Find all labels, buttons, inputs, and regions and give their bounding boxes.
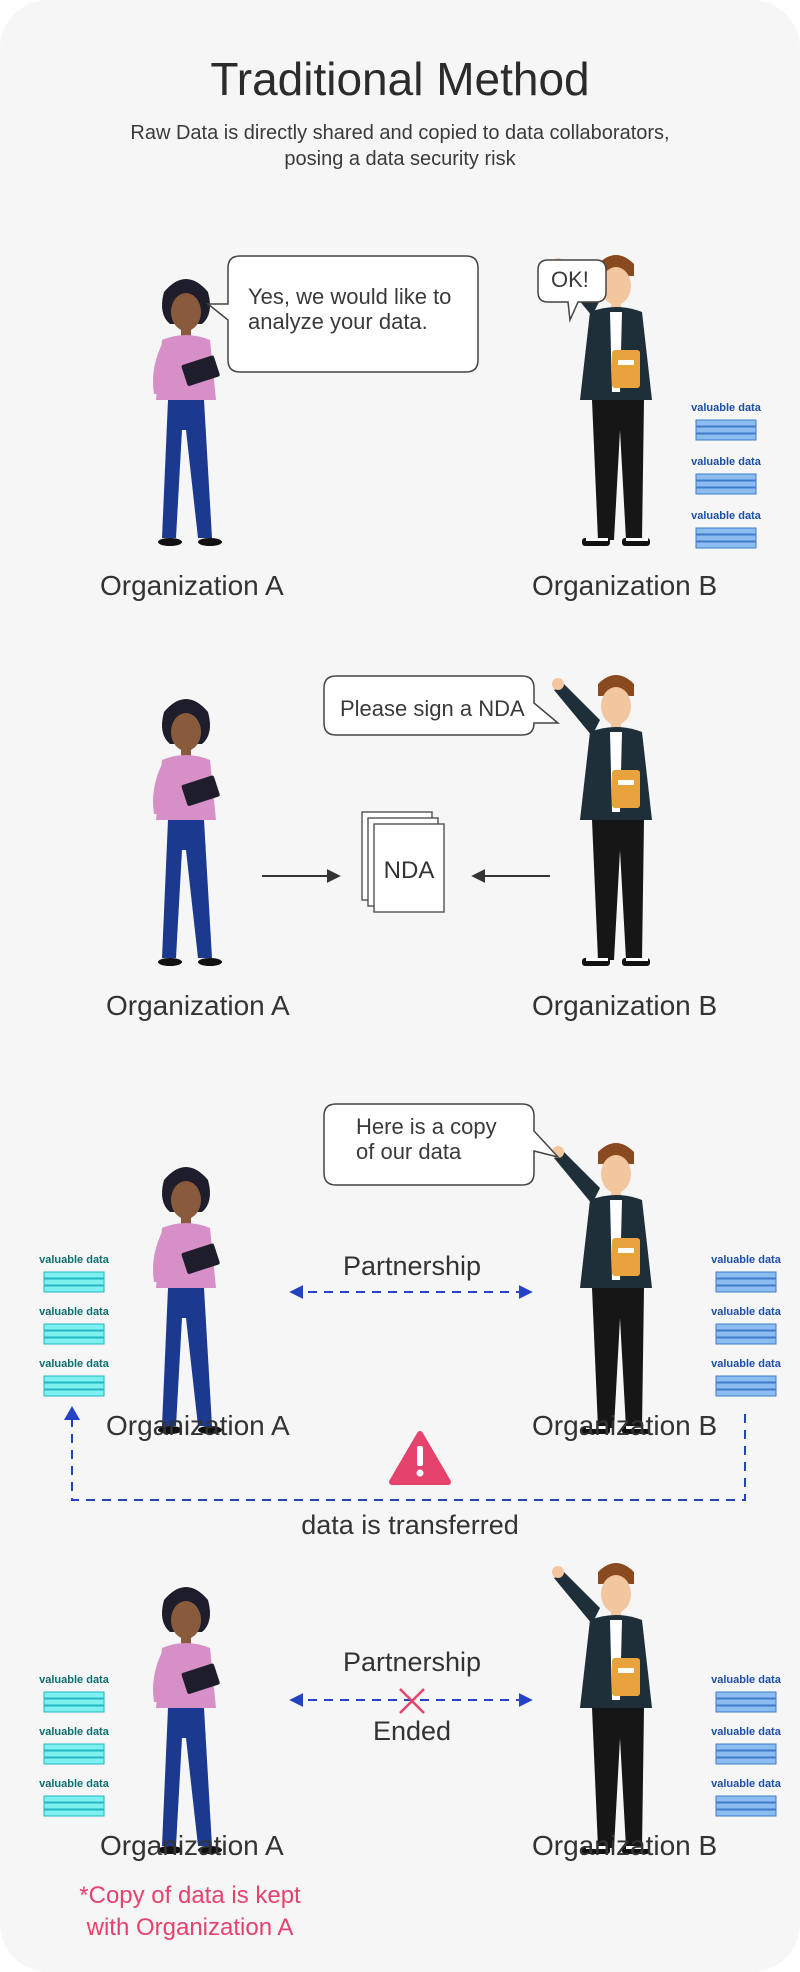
person-organization-a [153, 279, 222, 546]
bubble-copy-text: Here is a copy of our data [356, 1114, 497, 1165]
note-line-1: *Copy of data is kept [79, 1882, 301, 1909]
bubble-copy-line-2: of our data [356, 1139, 462, 1165]
data-stack [695, 473, 757, 495]
bubble-copy-line-1: Here is a copy [356, 1114, 497, 1139]
label-organization-a: Organization A [100, 1830, 284, 1861]
data-stack-label: valuable data [711, 1778, 782, 1790]
partnership-label: Partnership [342, 1647, 482, 1677]
data-stack-label: valuable data [711, 1726, 782, 1738]
person-organization-b [552, 675, 652, 966]
nda-document-icon [361, 811, 445, 913]
label-organization-a: Organization A [106, 1410, 290, 1441]
transfer-arrowhead [64, 1406, 80, 1420]
data-stack-label: valuable data [691, 402, 762, 414]
bubble-a-line-1: Yes, we would like to [248, 284, 452, 309]
data-stack [715, 1743, 777, 1765]
person-organization-b [552, 1143, 652, 1434]
data-stack-label: valuable data [691, 456, 762, 468]
data-stack-label: valuable data [39, 1254, 110, 1266]
data-stack [715, 1691, 777, 1713]
subtitle-line-2: posing a data security risk [284, 148, 516, 170]
speech-bubble-copy [323, 1103, 561, 1186]
data-stack [43, 1795, 105, 1817]
data-stack-label: valuable data [39, 1778, 110, 1790]
nda-document-label: NDA [384, 857, 435, 884]
bubble-a-text: Yes, we would like to analyze your data. [248, 284, 451, 335]
data-stack-label: valuable data [711, 1674, 782, 1686]
data-stack [43, 1743, 105, 1765]
partnership-label: Partnership [342, 1251, 482, 1281]
data-stack-label: valuable data [711, 1254, 782, 1266]
data-stack-label: valuable data [39, 1358, 110, 1370]
data-transferred-label: data is transferred [301, 1510, 519, 1540]
data-stack-label: valuable data [691, 510, 762, 522]
data-stack-label: valuable data [39, 1726, 110, 1738]
page-title: Traditional Method [210, 53, 590, 105]
label-organization-a: Organization A [100, 570, 284, 601]
data-stack [43, 1271, 105, 1293]
copy-kept-note: *Copy of data is kept with Organization … [40, 1880, 340, 1945]
person-organization-a [153, 699, 222, 966]
data-stack-label: valuable data [39, 1306, 110, 1318]
label-organization-b: Organization B [532, 570, 718, 601]
label-organization-b: Organization B [532, 990, 718, 1021]
speech-bubble-ok [537, 259, 607, 323]
data-stack [43, 1375, 105, 1397]
person-organization-b [552, 1563, 652, 1854]
data-stack [715, 1323, 777, 1345]
person-organization-a [153, 1167, 222, 1434]
label-organization-b: Organization B [532, 1410, 718, 1441]
data-stack-label: valuable data [39, 1674, 110, 1686]
person-organization-a [153, 1587, 222, 1854]
ended-label: Ended [372, 1716, 452, 1746]
warning-icon [389, 1431, 451, 1485]
bubble-ok-text: OK! [551, 267, 589, 292]
data-stack [43, 1323, 105, 1345]
bubble-a-line-2: analyze your data. [248, 309, 428, 335]
data-transfer-path [71, 1414, 746, 1501]
bubble-nda-text: Please sign a NDA [340, 696, 525, 721]
data-stack [695, 419, 757, 441]
ended-x-icon [399, 1688, 425, 1714]
data-stack-label: valuable data [711, 1306, 782, 1318]
data-stack [715, 1795, 777, 1817]
data-stack [715, 1375, 777, 1397]
label-organization-a: Organization A [106, 990, 290, 1021]
data-stack [43, 1691, 105, 1713]
page-subtitle: Raw Data is directly shared and copied t… [0, 120, 800, 172]
label-organization-b: Organization B [532, 1830, 718, 1861]
subtitle-line-1: Raw Data is directly shared and copied t… [130, 122, 670, 144]
speech-bubble-nda [323, 675, 561, 736]
note-line-2: with Organization A [86, 1914, 294, 1942]
data-stack-label: valuable data [711, 1358, 782, 1370]
data-stack [715, 1271, 777, 1293]
speech-bubble-a [205, 255, 479, 373]
data-stack [695, 527, 757, 549]
